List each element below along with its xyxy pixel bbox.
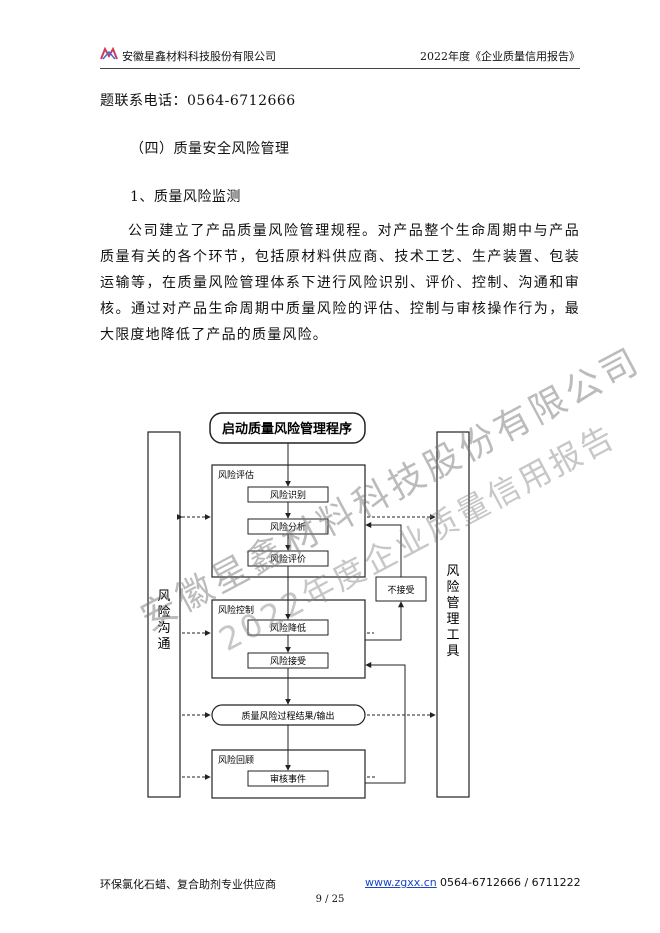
reduce-label: 风险降低 xyxy=(270,622,306,634)
audit-label: 审核事件 xyxy=(270,773,306,785)
identify-label: 风险识别 xyxy=(270,489,306,501)
control-group-label: 风险控制 xyxy=(218,604,254,616)
page-number: 9 / 25 xyxy=(315,894,345,905)
reject-box xyxy=(375,576,427,602)
subsection-heading: 1、质量风险监测 xyxy=(130,189,241,205)
footer-phone: 0564-6712666 / 6711222 xyxy=(440,876,581,889)
accept-label: 风险接受 xyxy=(270,655,306,667)
flow-arrows xyxy=(285,443,406,784)
header-company: 安徽星鑫材料科技股份有限公司 xyxy=(122,50,276,63)
section-heading: （四）质量安全风险管理 xyxy=(130,141,290,157)
output-label: 质量风险过程结果/输出 xyxy=(241,710,334,722)
reject-label: 不接受 xyxy=(387,584,414,596)
assessment-group-label: 风险评估 xyxy=(218,469,254,481)
analyze-label: 风险分析 xyxy=(270,521,306,533)
evaluate-label: 风险评价 xyxy=(270,553,306,565)
company-logo-icon xyxy=(100,47,118,60)
body-paragraph: 公司建立了产品质量风险管理规程。对产品整个生命周期中与产品质量有关的各个环节，包… xyxy=(100,223,580,343)
start-label: 启动质量风险管理程序 xyxy=(222,421,352,437)
footer-slogan: 环保氯化石蜡、复合助剂专业供应商 xyxy=(100,878,276,891)
hotline-text: 题联系电话：0564-6712666 xyxy=(100,93,296,109)
tools-column xyxy=(436,431,470,798)
audit-box xyxy=(247,770,329,787)
tools-label: 风险管理工具 xyxy=(446,564,459,659)
review-group-label: 风险回顾 xyxy=(218,754,254,766)
communication-label: 风险沟通 xyxy=(157,589,170,652)
communication-column xyxy=(147,431,181,798)
footer-website-link[interactable]: www.zgxx.cn xyxy=(365,876,437,889)
communication-links xyxy=(176,514,436,780)
header-report-title: 2022年度《企业质量信用报告》 xyxy=(420,50,580,63)
risk-management-flowchart: 启动质量风险管理程序 风险沟通 风险管理工具 风险评估 风险识别 风险分析 风险… xyxy=(147,412,470,799)
page-header: 安徽星鑫材料科技股份有限公司 2022年度《企业质量信用报告》 xyxy=(100,44,580,69)
